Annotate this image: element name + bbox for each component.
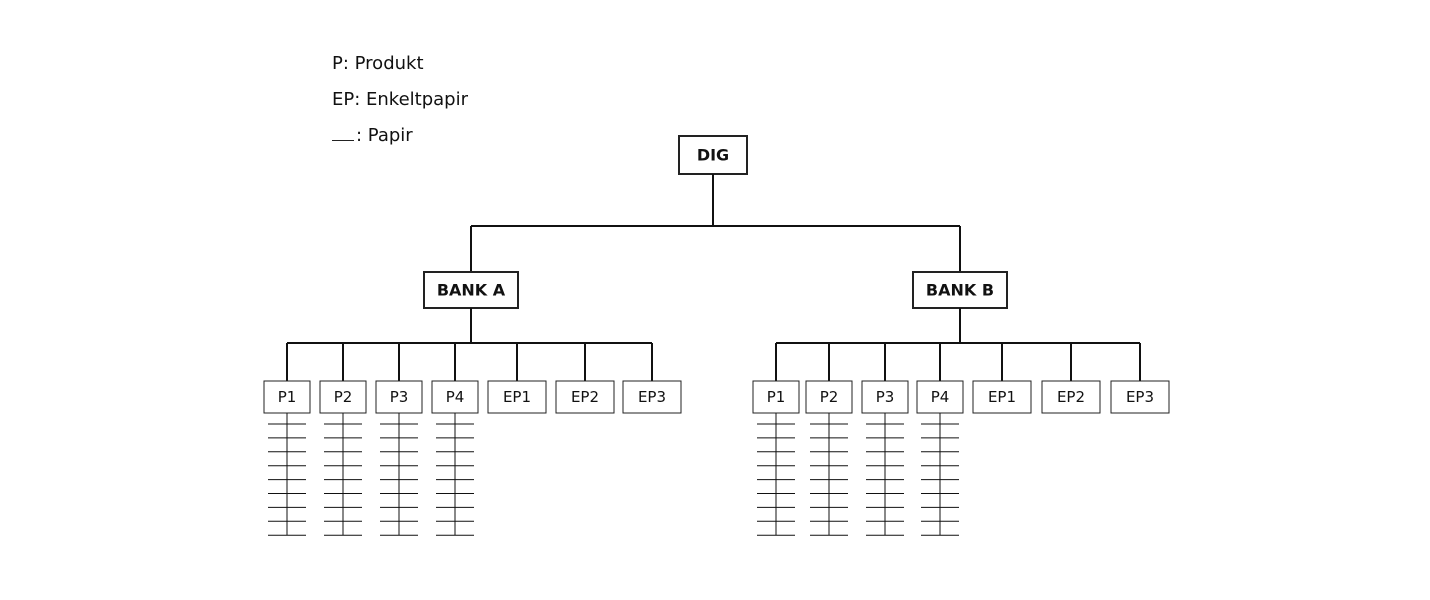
bank-a-p2-box xyxy=(319,380,367,414)
root-node-box xyxy=(678,135,748,175)
legend-single-paper: EP: Enkeltpapir xyxy=(332,89,468,110)
legend-paper-label: : Papir xyxy=(356,125,413,146)
root-node-label: DIG xyxy=(697,146,729,165)
bank-a-p1-label: P1 xyxy=(278,388,297,406)
bank-b-ep1-label: EP1 xyxy=(988,388,1016,406)
bank-a-p3-label: P3 xyxy=(390,388,409,406)
bank-b-node-box xyxy=(912,271,1008,309)
bank-a-p3-box xyxy=(375,380,423,414)
bank-b-ep2-box xyxy=(1041,380,1101,414)
paper-line-icon xyxy=(332,139,354,141)
bank-a-p4-label: P4 xyxy=(446,388,465,406)
bank-a-p2-label: P2 xyxy=(334,388,353,406)
bank-b-p4-box xyxy=(916,380,964,414)
bank-b-p1-label: P1 xyxy=(767,388,786,406)
legend-paper: : Papir xyxy=(332,118,468,154)
bank-b-ep3-label: EP3 xyxy=(1126,388,1154,406)
bank-a-ep3-box xyxy=(622,380,682,414)
bank-b-ep1-box xyxy=(972,380,1032,414)
bank-b-p3-box xyxy=(861,380,909,414)
bank-a-node-label: BANK A xyxy=(437,281,506,300)
bank-b-ep2-label: EP2 xyxy=(1057,388,1085,406)
bank-a-ep1-box xyxy=(487,380,547,414)
bank-a-ep2-label: EP2 xyxy=(571,388,599,406)
bank-b-p4-label: P4 xyxy=(931,388,950,406)
bank-b-p2-label: P2 xyxy=(820,388,839,406)
bank-b-p2-box xyxy=(805,380,853,414)
bank-a-ep3-label: EP3 xyxy=(638,388,666,406)
bank-a-ep2-box xyxy=(555,380,615,414)
bank-a-node-box xyxy=(423,271,519,309)
bank-b-ep3-box xyxy=(1110,380,1170,414)
bank-a-ep1-label: EP1 xyxy=(503,388,531,406)
bank-b-node-label: BANK B xyxy=(926,281,994,300)
legend-product: P: Produkt xyxy=(332,53,424,74)
legend: P: Produkt EP: Enkeltpapir : Papir xyxy=(332,46,468,154)
bank-b-p3-label: P3 xyxy=(876,388,895,406)
